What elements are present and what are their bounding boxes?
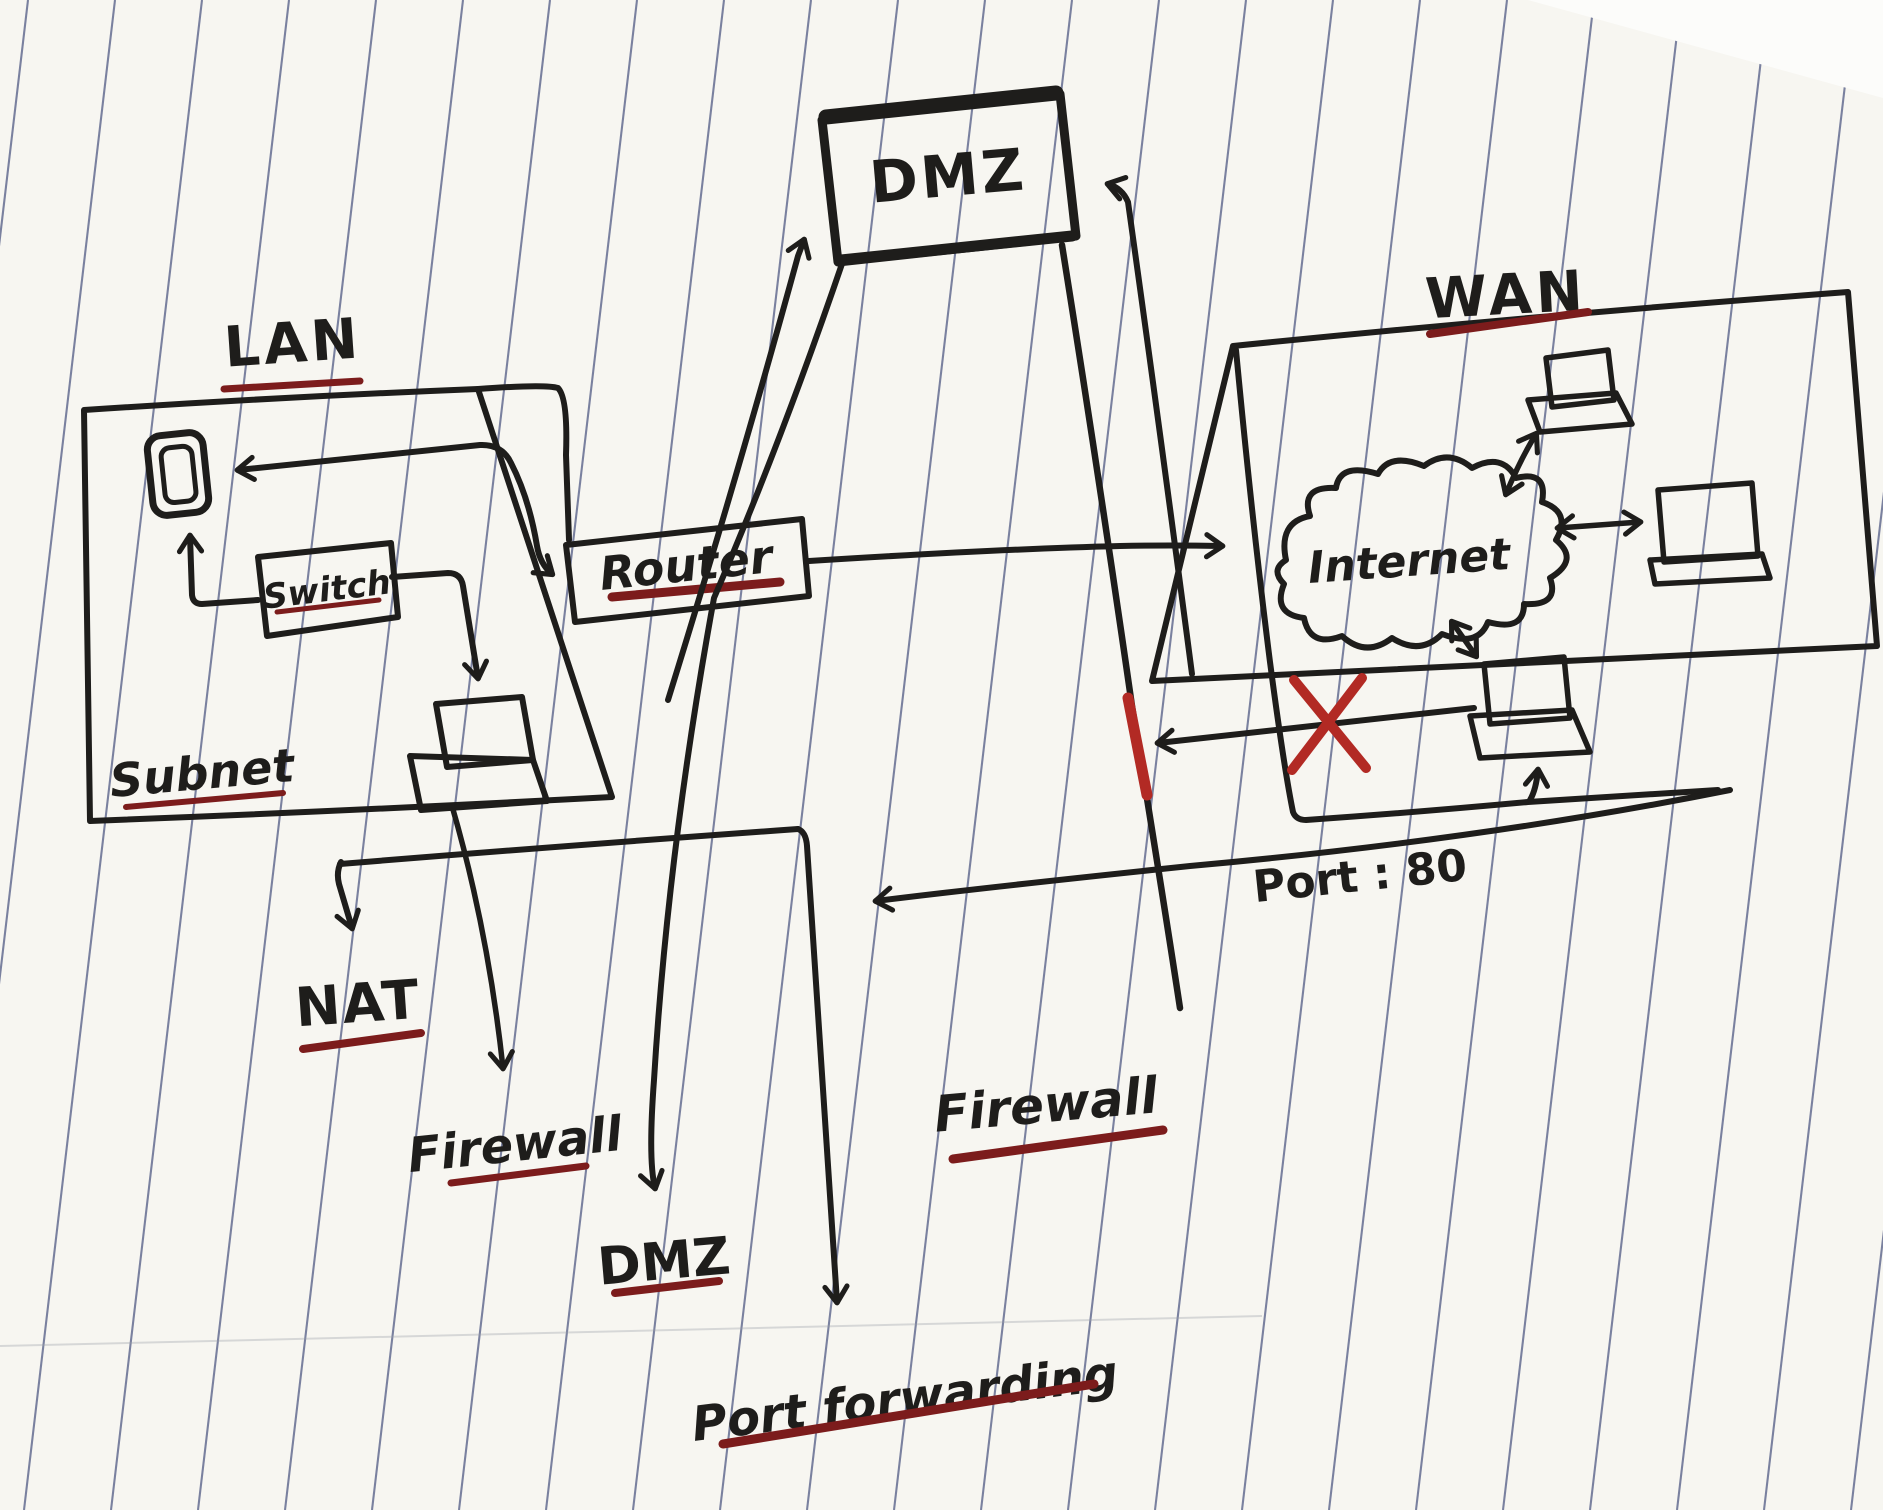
firewall-line-left	[1058, 241, 1184, 1012]
nat-underline	[299, 1029, 425, 1053]
nat-label: NAT	[293, 968, 423, 1040]
switch-label-underline	[274, 597, 382, 615]
lan-zone-box	[81, 386, 615, 824]
feature-branch-line	[337, 826, 801, 867]
dmz-box-top-edge	[818, 85, 1064, 125]
firewall-block-bar	[1122, 692, 1153, 801]
subnet-label-underline	[123, 790, 286, 810]
nat-arrow	[334, 859, 361, 932]
router-feature-branches	[334, 803, 850, 1306]
router-label-underline	[607, 577, 785, 602]
firewall-center-underline	[948, 1125, 1168, 1164]
internet-right-laptop-arrow	[1554, 509, 1644, 541]
dmz-corridor-line	[638, 255, 847, 1192]
blocked-request-arrow	[1154, 705, 1477, 755]
firewall-line-right-port80-path	[1233, 347, 1721, 823]
wan-laptop-bottom-icon	[1467, 654, 1593, 761]
dmz-zone: DMZ	[817, 85, 1081, 267]
router-to-internet-arrow	[806, 532, 1226, 564]
dmz-box-label: DMZ	[867, 135, 1029, 216]
paper-corner-edge	[1528, 0, 1883, 98]
port-forwarding-arrow	[795, 826, 850, 1306]
internet-bottom-laptop-arrow	[1448, 618, 1480, 660]
wan-zone-box	[1149, 289, 1880, 684]
firewall-left-underline	[447, 1162, 590, 1187]
wan-laptop-right-icon	[1647, 480, 1773, 587]
switch-to-phone-arrow	[176, 532, 261, 607]
wan-laptop-top-icon	[1525, 347, 1635, 435]
lan-to-dmz-arrow	[665, 236, 812, 703]
lan-laptop-icon	[407, 694, 550, 813]
port-forwarding-underline	[718, 1379, 1099, 1449]
dmz-box-bottom-edge	[835, 230, 1078, 266]
lan-label: LAN	[222, 306, 364, 380]
lan-to-router-link	[475, 383, 572, 543]
paper-crease-line	[0, 1315, 1263, 1347]
wan-label-underline	[1426, 308, 1592, 338]
port80-to-laptop-arrow	[1522, 766, 1551, 803]
lan-label-underline	[220, 377, 364, 393]
firewall-left-arrow	[449, 803, 515, 1072]
router-node: Router	[563, 516, 812, 625]
internet-top-laptop-arrow	[1499, 430, 1540, 498]
port80-allowed-arrow	[872, 787, 1733, 913]
blocked-x-icon	[1287, 673, 1371, 775]
phone-icon	[143, 429, 213, 519]
dmz-bottom-underline	[611, 1277, 723, 1297]
router-phone-arrow	[234, 441, 556, 578]
wan-zone: WAN Internet	[1149, 259, 1880, 761]
